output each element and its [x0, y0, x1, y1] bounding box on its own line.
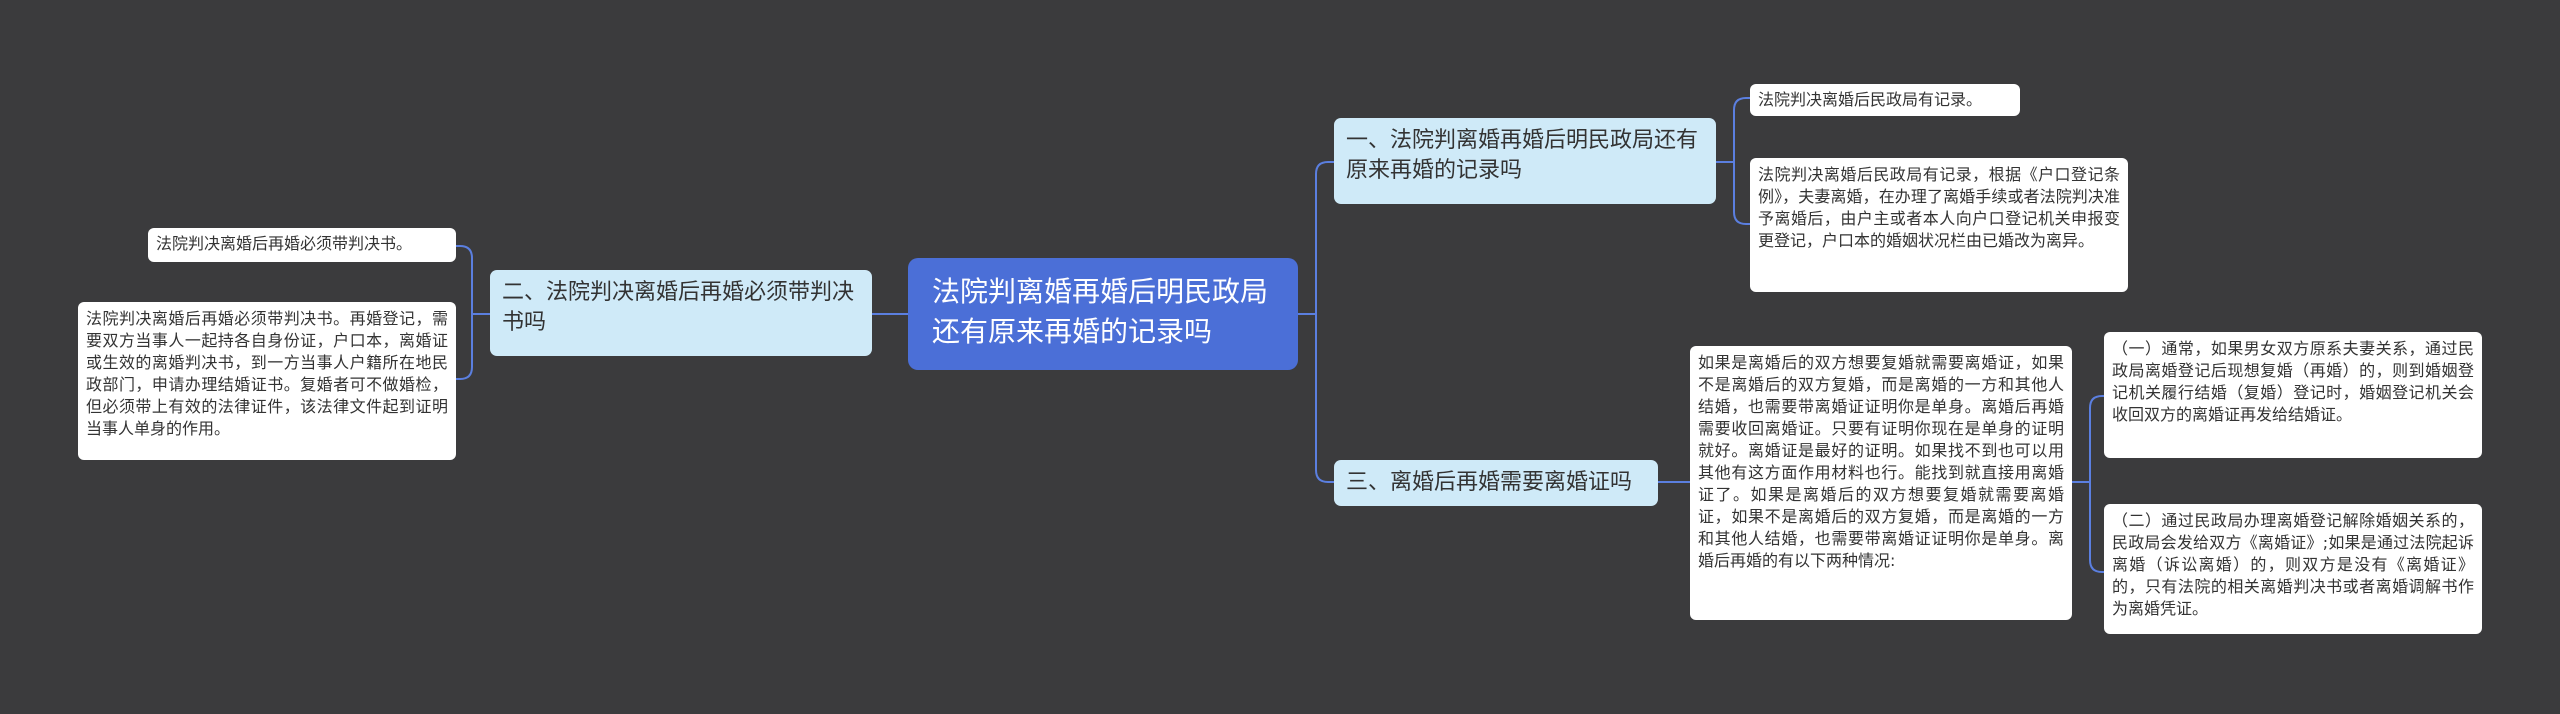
connector-root-branch3	[1298, 313, 1334, 483]
branch-1-topic[interactable]: 一、法院判离婚再婚后明民政局还有原来再婚的记录吗	[1334, 118, 1716, 204]
connector-root-branch1	[1298, 161, 1334, 315]
branch-3-leaf-2-text: （二）通过民政局办理离婚登记解除婚姻关系的，民政局会发给双方《离婚证》;如果是通…	[2112, 511, 2474, 618]
branch-3-mid-text: 如果是离婚后的双方想要复婚就需要离婚证，如果不是离婚后的双方复婚，而是离婚的一方…	[1698, 353, 2064, 570]
connector-mid-leaf2	[2072, 481, 2104, 573]
connector-branch1-leaf1	[1716, 97, 1750, 163]
branch-2-title: 二、法院判决离婚后再婚必须带判决书吗	[502, 280, 855, 335]
branch-3-topic[interactable]: 三、离婚后再婚需要离婚证吗	[1334, 460, 1658, 506]
branch-1-leaf-2-text: 法院判决离婚后民政局有记录，根据《户口登记条例》，夫妻离婚，在办理了离婚手续或者…	[1758, 165, 2120, 250]
branch-3-mid-node[interactable]: 如果是离婚后的双方想要复婚就需要离婚证，如果不是离婚后的双方复婚，而是离婚的一方…	[1690, 346, 2072, 620]
branch-2-topic[interactable]: 二、法院判决离婚后再婚必须带判决书吗	[490, 270, 872, 356]
branch-3-leaf-1-text: （一）通常，如果男女双方原系夫妻关系，通过民政局离婚登记后现想复婚（再婚）的，则…	[2112, 339, 2474, 424]
branch-1-leaf-2[interactable]: 法院判决离婚后民政局有记录，根据《户口登记条例》，夫妻离婚，在办理了离婚手续或者…	[1750, 158, 2128, 292]
branch-1-leaf-1[interactable]: 法院判决离婚后民政局有记录。	[1750, 84, 2020, 116]
connector-branch2-leaf1	[456, 245, 490, 315]
connector-mid-leaf1	[2072, 395, 2104, 483]
branch-2-leaf-2[interactable]: 法院判决离婚后再婚必须带判决书。再婚登记，需要双方当事人一起持各自身份证，户口本…	[78, 302, 456, 460]
branch-2-leaf-1[interactable]: 法院判决离婚后再婚必须带判决书。	[148, 228, 456, 262]
branch-2-leaf-2-text: 法院判决离婚后再婚必须带判决书。再婚登记，需要双方当事人一起持各自身份证，户口本…	[86, 309, 448, 438]
root-topic-text: 法院判离婚再婚后明民政局还有原来再婚的记录吗	[932, 275, 1269, 348]
branch-3-leaf-2[interactable]: （二）通过民政局办理离婚登记解除婚姻关系的，民政局会发给双方《离婚证》;如果是通…	[2104, 504, 2482, 634]
root-topic[interactable]: 法院判离婚再婚后明民政局还有原来再婚的记录吗	[908, 258, 1298, 370]
connector-branch2-leaf2	[456, 313, 490, 380]
branch-2-leaf-1-text: 法院判决离婚后再婚必须带判决书。	[156, 234, 413, 253]
connector-branch1-leaf2	[1716, 161, 1750, 225]
branch-3-title: 三、离婚后再婚需要离婚证吗	[1346, 470, 1633, 495]
branch-3-leaf-1[interactable]: （一）通常，如果男女双方原系夫妻关系，通过民政局离婚登记后现想复婚（再婚）的，则…	[2104, 332, 2482, 458]
branch-1-title: 一、法院判离婚再婚后明民政局还有原来再婚的记录吗	[1346, 128, 1699, 183]
branch-1-leaf-1-text: 法院判决离婚后民政局有记录。	[1758, 90, 1983, 109]
